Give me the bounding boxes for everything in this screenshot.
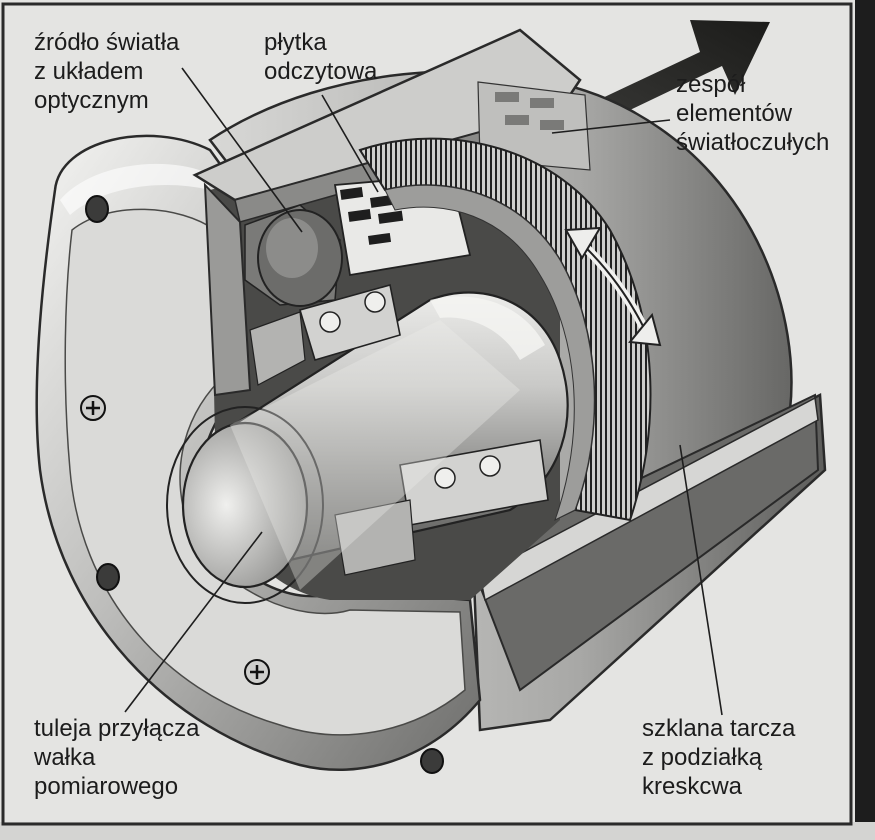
screw <box>80 395 106 421</box>
label-shaft-sleeve: tuleja przyłącza wałka pomiarowego <box>34 714 199 801</box>
label-line: optycznym <box>34 87 149 114</box>
label-line: światłoczułych <box>676 129 830 156</box>
light-source-optics <box>244 204 343 307</box>
bearing-upper <box>249 283 401 386</box>
mounting-hole <box>420 748 444 774</box>
label-glass-disc: szklana tarcza z podziałką kreskcwa <box>642 714 795 801</box>
label-line: elementów <box>676 100 793 127</box>
label-line: szklana tarcza <box>642 715 796 742</box>
bearing-lower <box>334 439 549 576</box>
sleeve-bore <box>181 421 309 589</box>
label-line: wałka <box>34 744 96 771</box>
housing-base-wall <box>468 393 820 692</box>
frame-border <box>1 2 853 826</box>
label-line: kreskcwa <box>642 773 743 800</box>
label-photosensitive-elements: zespół elementów światłoczułych <box>676 70 829 157</box>
screw <box>244 659 270 685</box>
label-reading-plate: płytka odczytowa <box>264 28 377 86</box>
page-edge <box>855 0 875 840</box>
label-line: źródło światła <box>34 29 180 56</box>
label-line: zespół <box>676 71 746 98</box>
mounting-hole <box>85 195 109 223</box>
label-line: płytka <box>264 29 327 56</box>
label-line: odczytowa <box>264 58 378 85</box>
rotation-direction-arrow <box>564 226 662 347</box>
label-line: tuleja przyłącza <box>34 715 200 742</box>
label-line: pomiarowego <box>34 773 179 800</box>
photosensitive-elements <box>477 81 591 171</box>
label-line: z podziałką <box>642 744 763 771</box>
label-line: z układem <box>34 58 144 85</box>
mounting-hole <box>96 563 120 591</box>
leader-lines <box>124 67 723 716</box>
label-light-source: źródło światła z układem optycznym <box>34 28 179 115</box>
